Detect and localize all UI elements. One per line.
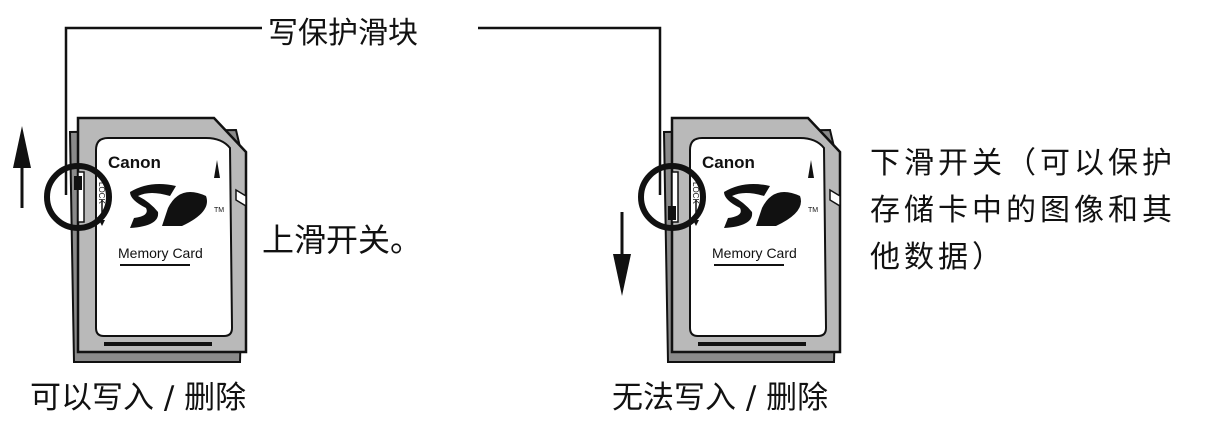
- left-card-tm: TM: [214, 207, 224, 214]
- left-caption: 可以写入 / 删除: [30, 380, 247, 416]
- right-slider-highlight: [638, 163, 706, 231]
- lock-desc-line: 下滑开关（可以保护: [870, 146, 1176, 181]
- left-card-brand: Canon: [108, 153, 161, 172]
- lock-state-description: 下滑开关（可以保护 存储卡中的图像和其 他数据）: [870, 140, 1176, 281]
- unlock-state-label: 上滑开关。: [262, 221, 423, 259]
- up-arrow-icon: [13, 126, 31, 208]
- left-slider-highlight: [44, 163, 112, 231]
- right-sd-card: Canon TM LOCK Memory Card: [662, 116, 842, 363]
- lock-desc-line: 存储卡中的图像和其: [870, 193, 1176, 228]
- right-card-brand: Canon: [702, 153, 755, 172]
- left-leader-line: [64, 26, 262, 195]
- lock-desc-line: 他数据）: [870, 240, 1006, 275]
- left-sd-card: Canon TM LOCK Memory Card: [68, 116, 248, 363]
- slider-title: 写保护滑块: [262, 8, 424, 52]
- right-leader-line: [478, 26, 662, 195]
- left-card-label: Memory Card: [118, 245, 203, 261]
- right-card-tm: TM: [808, 207, 818, 214]
- right-card-lock-text: LOCK: [691, 182, 700, 204]
- right-caption: 无法写入 / 删除: [612, 380, 829, 416]
- right-card-label: Memory Card: [712, 245, 797, 261]
- left-card-lock-text: LOCK: [97, 182, 106, 204]
- down-arrow-icon: [613, 212, 631, 296]
